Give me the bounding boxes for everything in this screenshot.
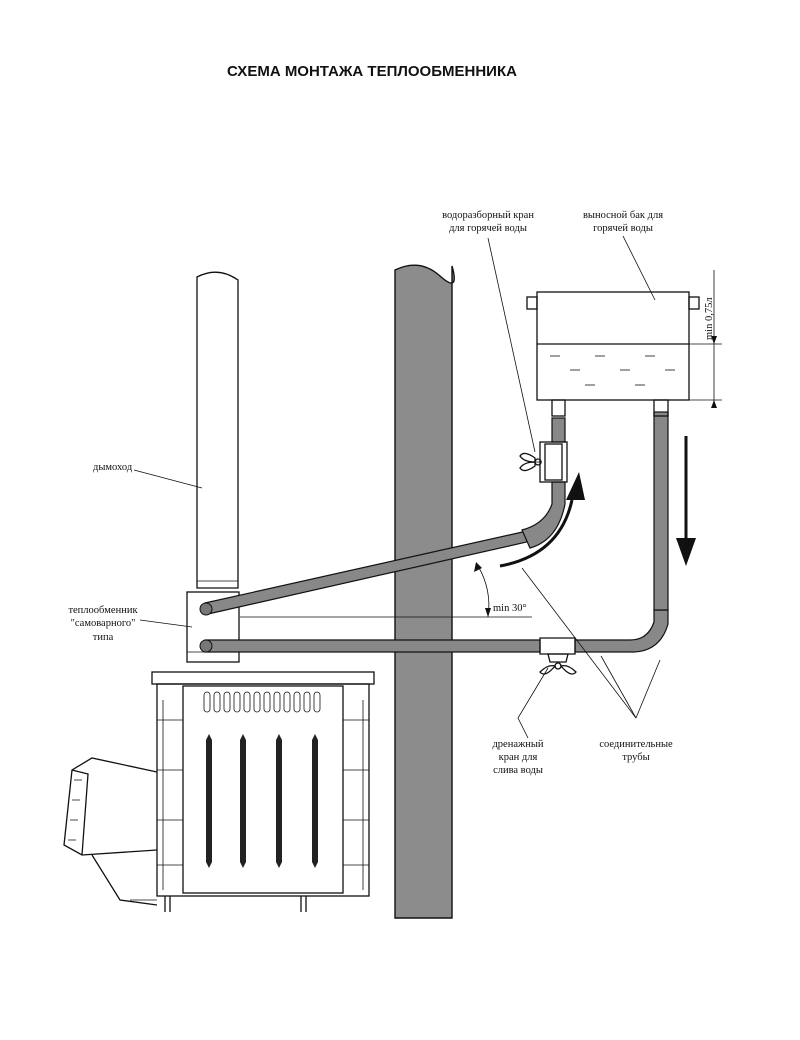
hot-water-tap-label-line1: водоразборный кран	[442, 210, 534, 221]
stove	[63, 671, 375, 912]
leader-lines	[133, 235, 661, 739]
angle-indicator	[240, 562, 532, 618]
drain-tap	[539, 637, 577, 675]
heat-exchanger-label-line2: "самоварного"	[71, 618, 136, 629]
connecting-pipes-label-line1: соединительные	[599, 739, 673, 750]
drain-tap-label-line2: кран для	[499, 752, 538, 763]
heat-exchanger-label-line3: типа	[93, 632, 114, 643]
flow-arrow-up	[499, 472, 585, 568]
diagram-title: СХЕМА МОНТАЖА ТЕПЛООБМЕННИКА	[227, 63, 517, 80]
remote-tank-label-line1: выносной бак для	[583, 210, 663, 221]
chimney-label: дымоход	[93, 462, 133, 473]
stove-fins	[206, 734, 318, 868]
stove-vent-slots	[203, 691, 321, 713]
hot-water-tap	[519, 441, 568, 483]
hot-water-pipe	[199, 481, 566, 616]
wall-partition	[394, 264, 455, 919]
remote-tank	[526, 291, 700, 417]
connecting-pipes-label-line2: трубы	[622, 752, 649, 763]
flow-arrow-down	[676, 436, 696, 566]
drain-tap-label-line3: слива воды	[493, 765, 543, 776]
hot-water-tap-label-line2: для горячей воды	[449, 223, 527, 234]
heat-exchanger-label-line1: теплообменник	[68, 605, 138, 616]
drain-tap-label-line1: дренажный	[492, 739, 543, 750]
water-level-marks	[550, 355, 675, 386]
chimney-pipe	[196, 271, 239, 589]
tank-volume-label: min 0,75л	[704, 297, 715, 340]
angle-label: min 30°	[493, 603, 527, 614]
remote-tank-label-line2: горячей воды	[593, 223, 653, 234]
tank-inlet-pipe	[551, 417, 566, 443]
tank-volume-dimension	[689, 270, 722, 408]
